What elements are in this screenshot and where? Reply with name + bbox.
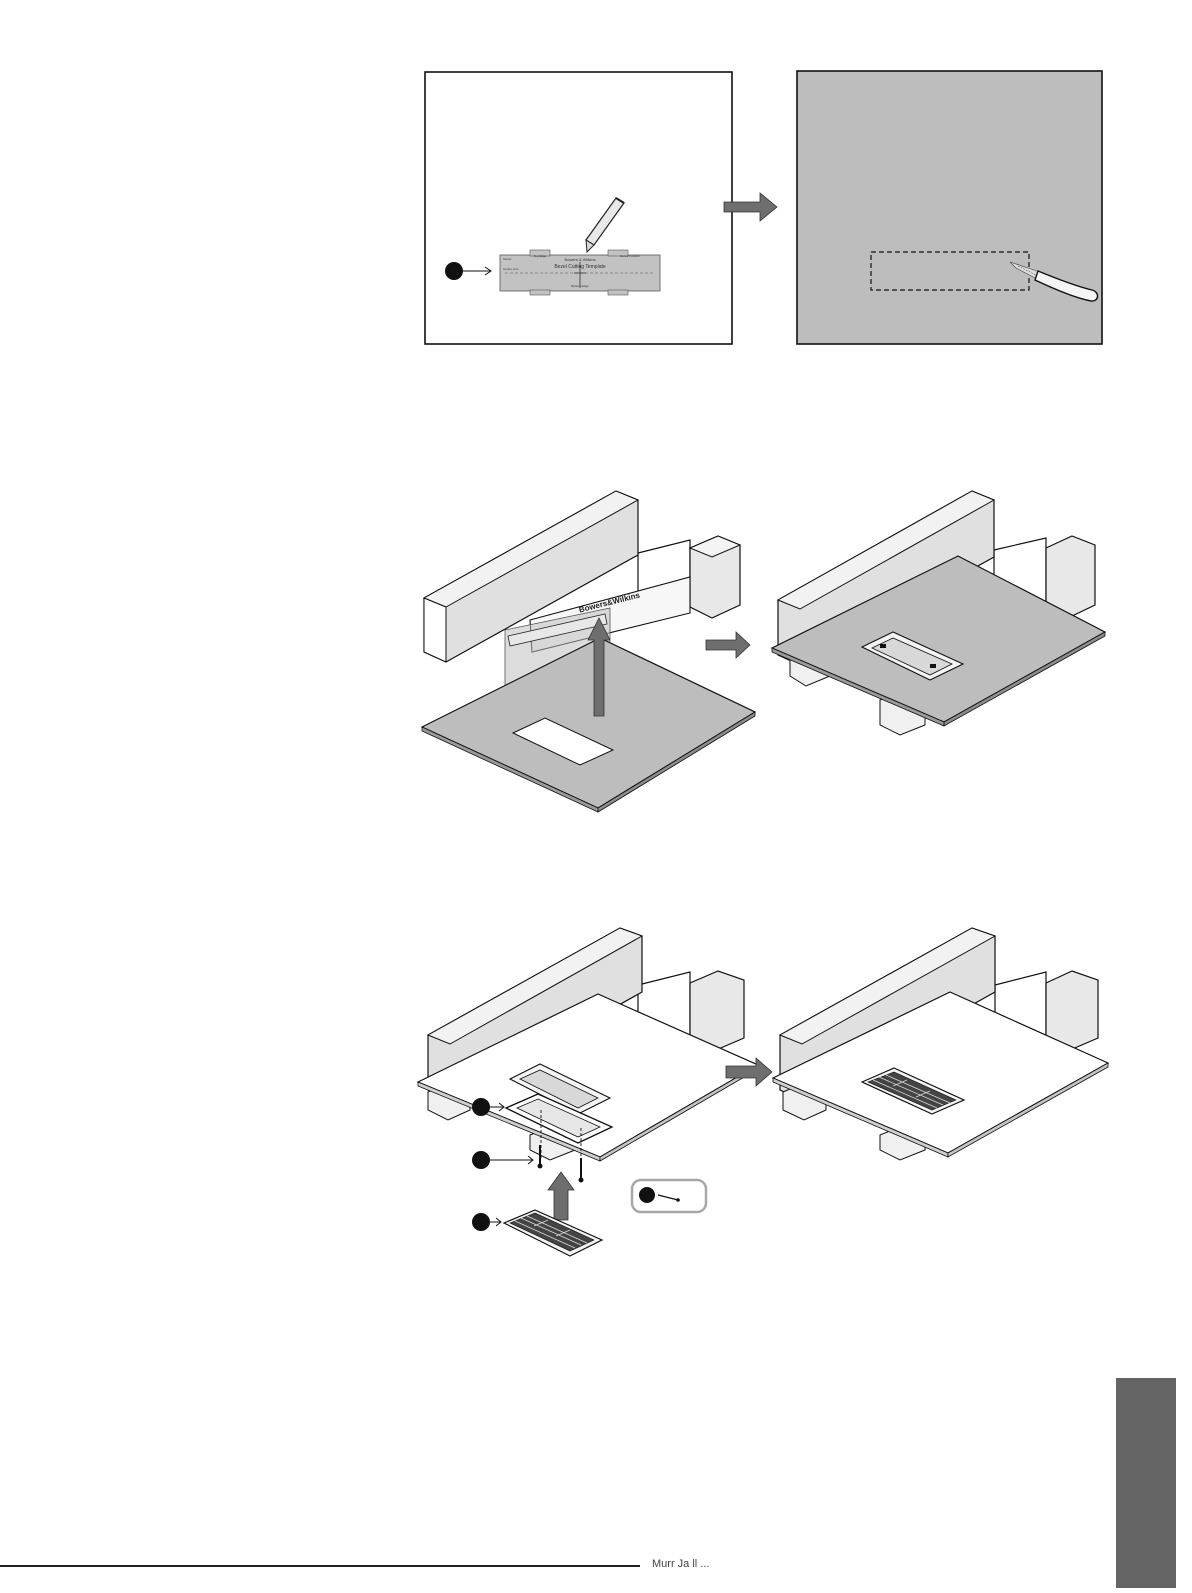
section-side-tab xyxy=(1116,1378,1176,1588)
footer-rule xyxy=(0,1565,640,1567)
callout-screw xyxy=(472,1151,533,1169)
step2-right xyxy=(772,491,1105,735)
cutting-template: Bowers & Wilkins Bezel Cutting Template … xyxy=(500,250,660,295)
callout-grille xyxy=(472,1213,501,1231)
template-top-edge-label: Top Edge xyxy=(534,254,547,258)
screw-key-box xyxy=(632,1180,706,1212)
step1-panel-left: Bowers & Wilkins Bezel Cutting Template … xyxy=(425,72,732,344)
step3-left xyxy=(418,928,758,1256)
footer-text: Murr Ja ll ... xyxy=(652,1558,709,1570)
template-brand: Bowers & Wilkins xyxy=(565,257,596,262)
template-screw-label: Screw xyxy=(503,257,512,261)
step3-right xyxy=(773,928,1108,1160)
step1-panel-right xyxy=(797,71,1102,344)
template-centre-line-label: Centre Line xyxy=(503,267,519,271)
template-title: Bezel Cutting Template xyxy=(554,264,606,270)
step2-arrow xyxy=(706,632,750,658)
step2-left: Bowers&Wilkins xyxy=(422,491,755,812)
template-screw-position-label: Screw Position xyxy=(620,254,640,258)
grille-icon xyxy=(504,1210,602,1256)
template-bottom-edge-label: Bottom Edge xyxy=(571,284,589,288)
